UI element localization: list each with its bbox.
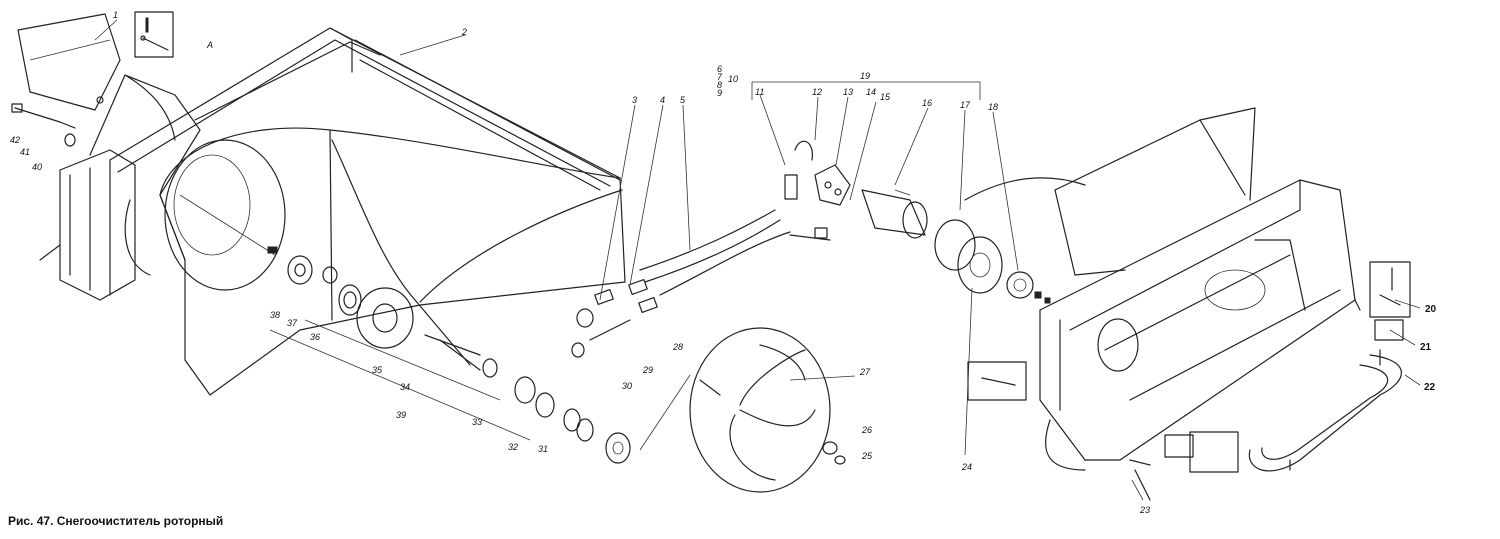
callout-28: 28 [672, 342, 683, 352]
drive-shaft-parts [179, 194, 691, 464]
callout-12: 12 [812, 87, 822, 97]
callout-42: 42 [10, 135, 20, 145]
callout-23: 23 [1139, 505, 1150, 515]
callout-36: 36 [310, 332, 320, 342]
callout-7: 7 [717, 72, 723, 82]
callout-5: 5 [680, 95, 686, 105]
callout-39: 39 [396, 410, 406, 420]
callout-2: 2 [461, 27, 467, 37]
callout-16: 16 [922, 98, 932, 108]
chain-guide [1248, 349, 1402, 472]
callout-21: 21 [1420, 342, 1432, 353]
valve-block [784, 140, 851, 206]
hydraulic-motor [751, 81, 1051, 304]
view-label-a: A [206, 40, 213, 50]
callout-8: 8 [717, 80, 722, 90]
bolt-kit-box-left [134, 11, 174, 58]
callout-3: 3 [632, 95, 637, 105]
callout-17: 17 [960, 100, 971, 110]
bolt-kits-right [967, 261, 1411, 501]
callout-41: 41 [20, 147, 30, 157]
callout-4: 4 [660, 95, 665, 105]
callout-35: 35 [372, 365, 383, 375]
callout-labels: 1 2 3 4 5 6 7 8 9 10 11 12 13 14 15 16 1… [10, 10, 1437, 515]
figure-caption: Рис. 47. Снегоочиститель роторный [8, 514, 224, 528]
callout-30: 30 [622, 381, 632, 391]
callout-38: 38 [270, 310, 280, 320]
pin-assembly [11, 96, 104, 147]
callout-10: 10 [728, 74, 738, 84]
callout-24: 24 [961, 462, 972, 472]
callout-34: 34 [400, 382, 410, 392]
callout-20: 20 [1425, 304, 1437, 315]
callout-31: 31 [538, 444, 548, 454]
callout-15: 15 [880, 92, 891, 102]
callout-9: 9 [717, 88, 722, 98]
callout-14: 14 [866, 87, 876, 97]
callout-11: 11 [755, 87, 764, 97]
callout-32: 32 [508, 442, 518, 452]
callout-19: 19 [860, 71, 870, 81]
callout-13: 13 [843, 87, 853, 97]
callout-1: 1 [113, 10, 118, 20]
callout-26: 26 [861, 425, 872, 435]
callout-29: 29 [642, 365, 653, 375]
callout-25: 25 [861, 451, 873, 461]
callout-37: 37 [287, 318, 298, 328]
rotor-housing [17, 13, 626, 396]
callout-18: 18 [988, 102, 998, 112]
rotor-impeller [689, 327, 846, 493]
hydraulic-lines [571, 209, 831, 358]
callout-6: 6 [717, 64, 722, 74]
right-frame [964, 107, 1361, 471]
callout-22: 22 [1424, 382, 1436, 393]
leader-lines [94, 19, 1421, 501]
callout-33: 33 [472, 417, 482, 427]
callout-27: 27 [859, 367, 871, 377]
callout-40: 40 [32, 162, 42, 172]
